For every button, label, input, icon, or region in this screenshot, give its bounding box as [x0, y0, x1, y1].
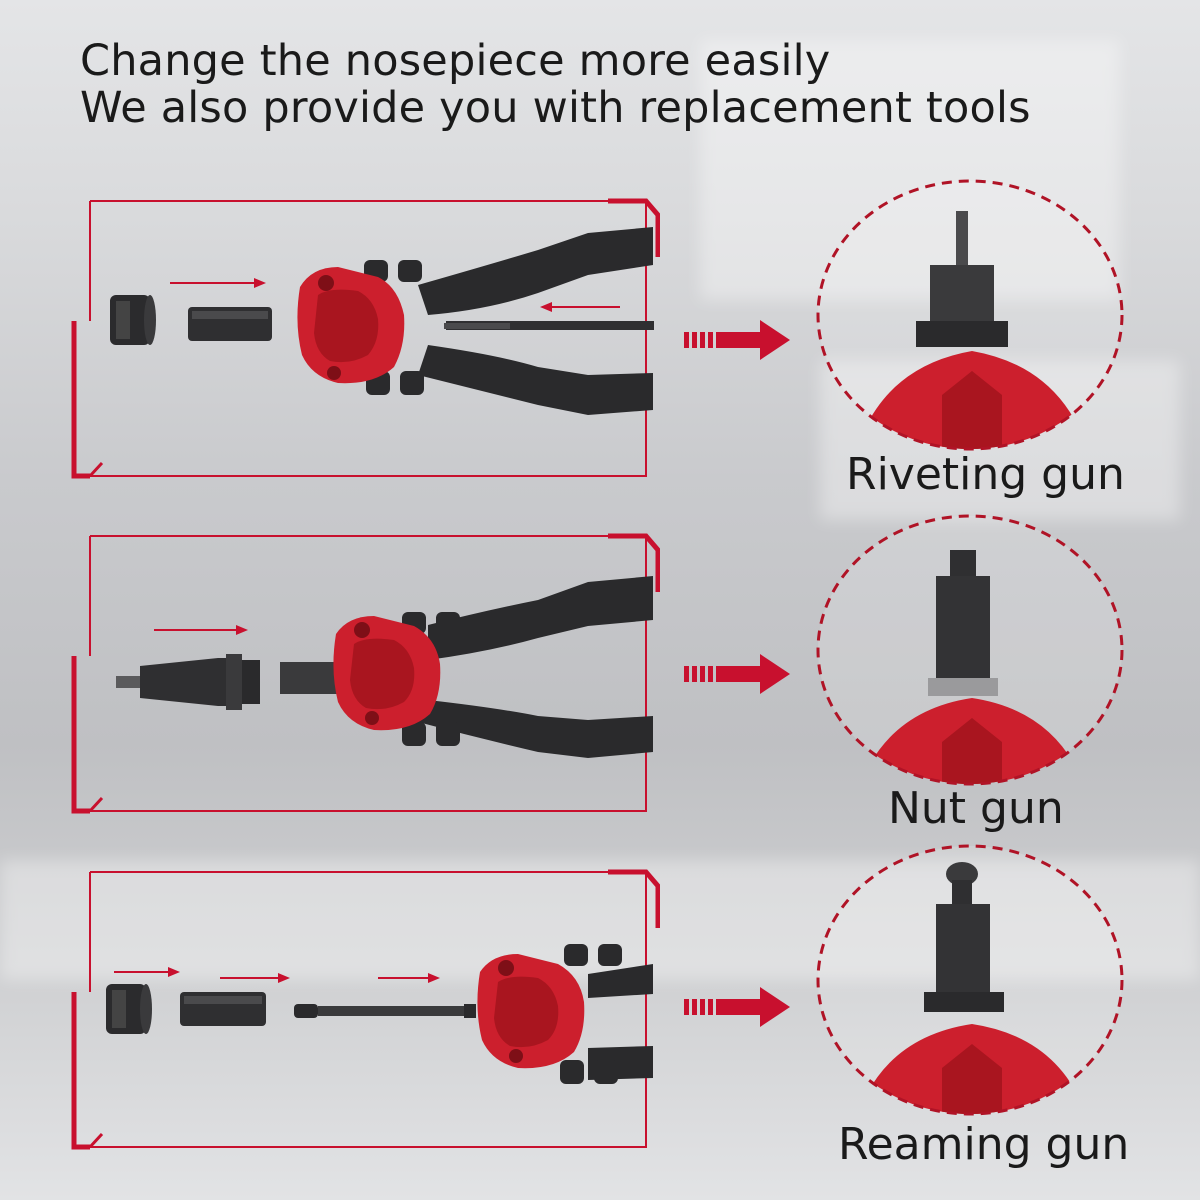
reaming-nosepiece-icon: [816, 844, 1124, 1116]
arrow-right-icon: [170, 278, 266, 288]
riveting-nosepiece-icon: [816, 179, 1124, 451]
headline-line-1: Change the nosepiece more easily: [80, 36, 831, 86]
arrow-right-icon: [220, 973, 290, 983]
nut-gun-exploded-view: [116, 576, 653, 758]
arrow-right-icon: [114, 967, 180, 977]
riveter-exploded-view: [110, 227, 654, 415]
arrow-left-icon: [540, 302, 620, 312]
nut-assembly-panel: [68, 530, 660, 820]
sleeve-part: [188, 307, 272, 341]
arrow-right-icon: [684, 654, 790, 694]
nut-nosepiece-icon: [816, 514, 1124, 786]
riveting-detail-callout: [812, 175, 1130, 475]
panel-frame: [71, 869, 660, 1150]
caption-reaming-gun: Reaming gun: [838, 1119, 1130, 1170]
reaming-rod-part: [294, 1004, 476, 1018]
threaded-nosepiece-part: [116, 654, 260, 710]
caption-riveting-gun: Riveting gun: [846, 449, 1125, 500]
arrow-right-icon: [378, 973, 440, 983]
panel-frame: [71, 533, 660, 814]
panel-frame: [71, 198, 660, 479]
caption-nut-gun: Nut gun: [888, 783, 1064, 834]
collar-nut-part: [110, 295, 156, 345]
nut-detail-callout: [812, 510, 1130, 810]
arrow-right-icon: [684, 320, 790, 360]
background-window: [700, 40, 1120, 300]
reaming-assembly-panel: [68, 866, 660, 1156]
collar-nut-part: [106, 984, 152, 1034]
arrow-right-icon: [154, 625, 248, 635]
sleeve-part: [180, 992, 266, 1026]
reaming-gun-exploded-view: [106, 944, 653, 1084]
headline: Change the nosepiece more easily We also…: [80, 38, 1031, 132]
riveting-assembly-panel: [68, 195, 660, 485]
headline-line-2: We also provide you with replacement too…: [80, 83, 1031, 133]
arrow-right-icon: [684, 987, 790, 1027]
mandrel-rod-part: [444, 321, 654, 330]
reaming-detail-callout: [812, 840, 1130, 1140]
